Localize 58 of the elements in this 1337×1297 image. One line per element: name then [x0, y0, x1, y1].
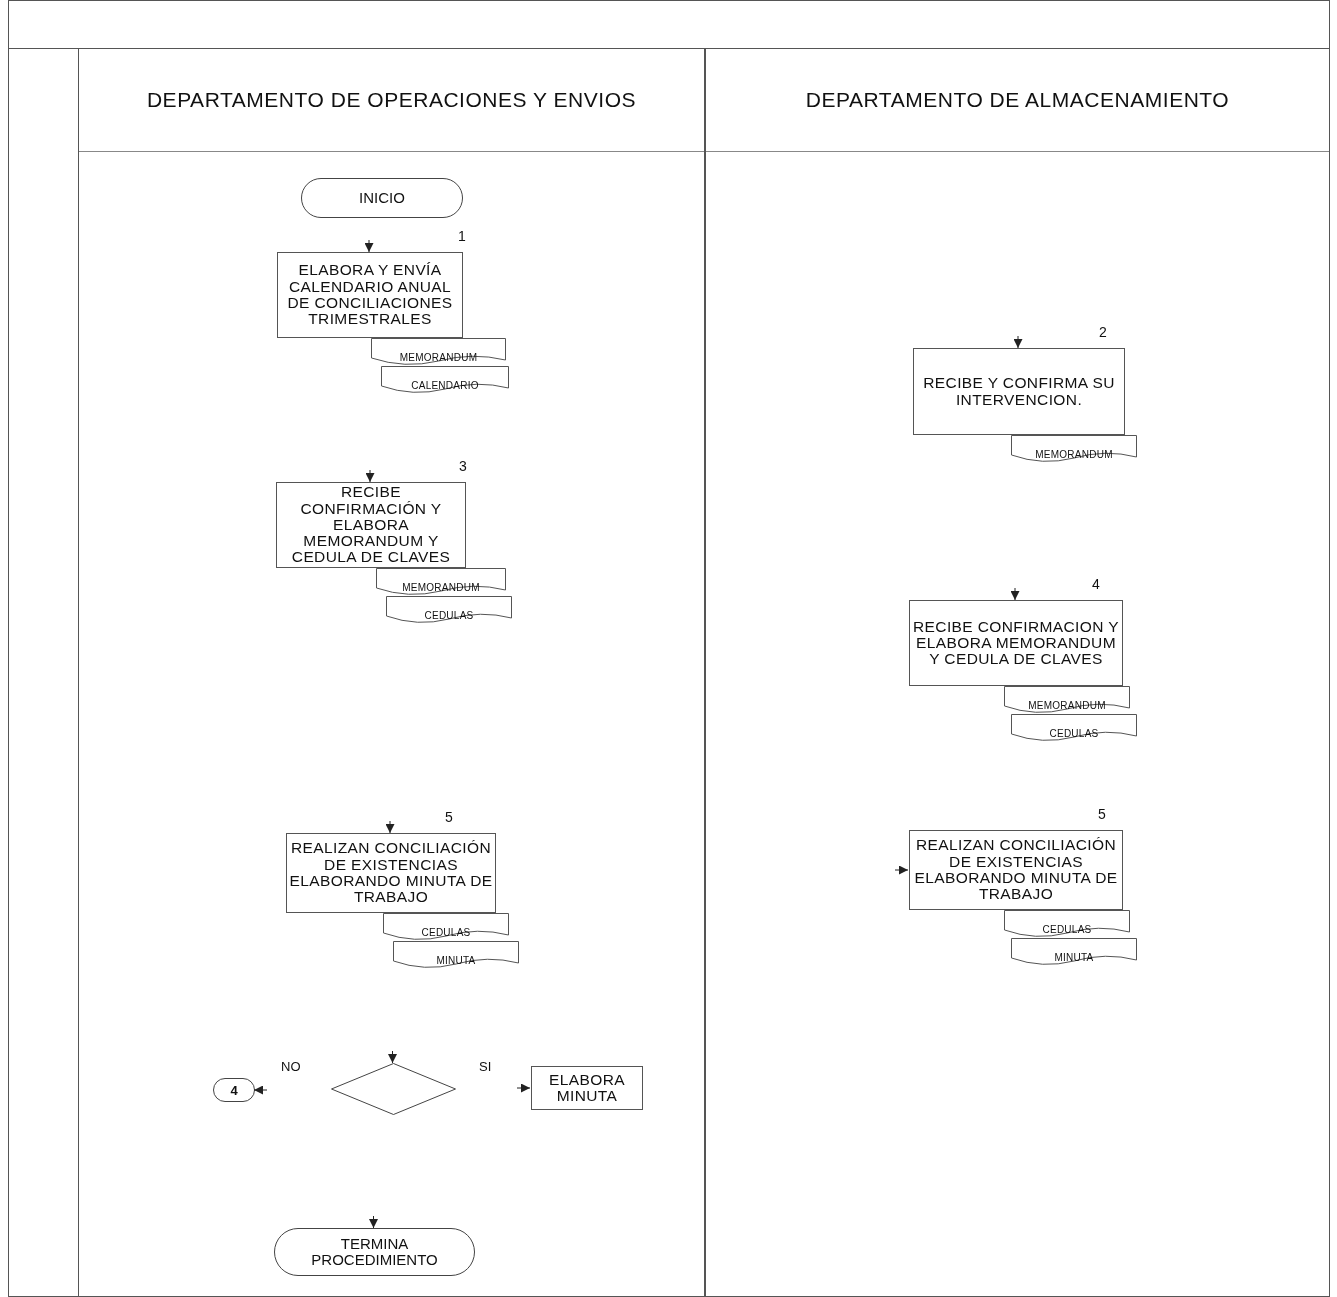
node-text: MEMORANDUM — [1028, 700, 1106, 711]
step-number: 4 — [1092, 577, 1100, 591]
node-text: CEDULAS — [1042, 924, 1092, 935]
node-text: REALIZAN CONCILIACIÓN DE EXISTENCIAS ELABORANDO MINUTA DE TRABAJO — [288, 840, 494, 906]
edge-label: SI — [478, 1060, 493, 1073]
node-text: CEDULAS — [421, 927, 471, 938]
node-text: ELABORA MINUTA — [548, 1071, 626, 1105]
node-text: MINUTA — [1054, 952, 1094, 963]
document-shape — [1011, 714, 1137, 742]
arrow — [388, 1050, 397, 1064]
document-shape — [393, 941, 519, 969]
node-text: RECIBE Y CONFIRMA SU INTERVENCION. — [922, 375, 1116, 408]
arrow — [365, 469, 375, 483]
step-number: 3 — [459, 459, 467, 473]
lane-header: DEPARTAMENTO DE ALMACENAMIENTO — [805, 87, 1230, 112]
arrow — [894, 865, 909, 875]
node-text: REALIZAN CONCILIACIÓN DE EXISTENCIAS ELABORANDO MINUTA DE TRABAJO — [913, 837, 1119, 903]
document-shape — [386, 596, 512, 624]
arrow — [364, 239, 374, 253]
node-text: MEMORANDUM — [402, 582, 480, 593]
node-text: CALENDARIO — [411, 380, 479, 391]
step-number: 2 — [1099, 325, 1107, 339]
step-number: 1 — [458, 229, 466, 243]
node-text: RECIBE CONFIRMACION Y ELABORA MEMORANDUM Y CEDULA DE CLAVES — [912, 618, 1120, 668]
document-shape — [1004, 910, 1130, 938]
node-text: CEDULAS — [424, 610, 474, 621]
node-text: RECIBE CONFIRMACIÓN Y ELABORA MEMORANDUM Y CEDULA DE CLAVES — [290, 484, 452, 566]
terminator — [274, 1228, 475, 1276]
document-shape — [1004, 686, 1130, 714]
terminator — [301, 178, 463, 218]
document-shape — [1011, 938, 1137, 966]
document-shape — [376, 568, 506, 596]
arrow — [1010, 587, 1020, 601]
arrow — [385, 820, 395, 834]
lane-header: DEPARTAMENTO DE OPERACIONES Y ENVIOS — [146, 87, 637, 112]
document-shape — [381, 366, 509, 394]
node-text: CEDULAS — [1049, 728, 1099, 739]
arrow — [516, 1083, 531, 1093]
decision-diamond — [331, 1063, 456, 1115]
arrow — [369, 1215, 378, 1229]
node-text: ELABORA Y ENVÍA CALENDARIO ANUAL DE CONCILIACIONES TRIMESTRALES — [286, 262, 454, 328]
node-text: INICIO — [358, 189, 406, 207]
arrow — [1013, 335, 1023, 349]
swimlane — [705, 48, 1330, 1297]
step-number: 5 — [1098, 807, 1106, 821]
node-text: 4 — [230, 1083, 238, 1097]
arrow — [253, 1085, 268, 1095]
node-text: MEMORANDUM — [1035, 449, 1113, 460]
process-box — [531, 1066, 643, 1110]
swimlane — [78, 48, 705, 1297]
document-shape — [383, 913, 509, 941]
edge-label: NO — [280, 1060, 302, 1073]
node-text: MEMORANDUM — [399, 352, 478, 363]
node-text: MINUTA — [436, 955, 476, 966]
document-shape — [1011, 435, 1137, 463]
node-text: TERMINA PROCEDIMIENTO — [310, 1235, 439, 1269]
document-shape — [371, 338, 506, 366]
step-number: 5 — [445, 810, 453, 824]
